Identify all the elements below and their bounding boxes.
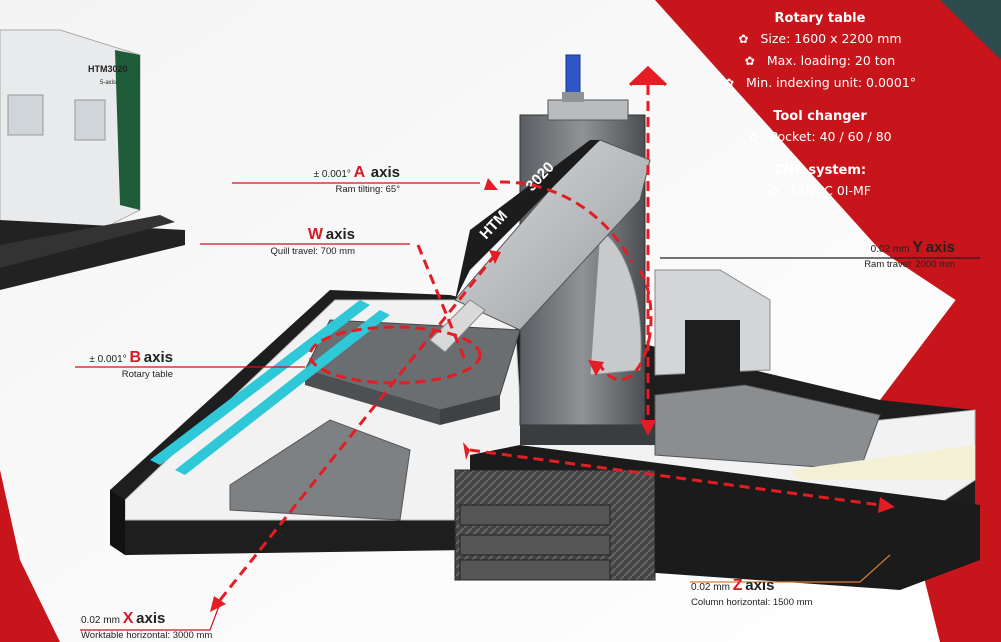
label-leader-lines [75,182,980,631]
gear-icon: ✿ [744,54,755,68]
a-axis-precision: ± 0.001° [313,169,351,180]
rotary-table [304,319,521,425]
spec-cnc-system: CNC system: ✿ FANUC 0I-MF [640,162,1000,202]
y-axis-word: axis [925,239,955,256]
x-axis-letter: X [122,610,134,627]
w-axis-detail: Quill travel: 700 mm [270,246,355,257]
y-axis-precision: 0.02 mm [870,244,910,255]
b-axis-word: axis [143,349,173,366]
a-axis-label: ± 0.001° A axis Ram tilting: 65° [260,164,400,195]
spec-item-text: Max. loading: 20 ton [766,53,896,68]
specs-panel: Rotary table ✿ Size: 1600 x 2200 mm ✿ Max.… [640,10,1000,216]
gear-icon: ✿ [748,130,759,144]
spec-item-text: FANUC 0I-MF [791,183,871,198]
spec-item: ✿ Max. loading: 20 ton [640,50,1000,72]
spec-item-text: Min. indexing unit: 0.0001° [746,75,917,90]
axis-arrow-heads [210,178,895,612]
spec-item: ✿ Pocket: 40 / 60 / 80 [640,126,1000,148]
ram-head: HTM 3020 [429,139,651,376]
y-axis-label: 0.02 mm Y axis Ram travel: 2000 mm [845,239,955,270]
spec-tool-changer-title: Tool changer [773,109,867,124]
w-axis-word: axis [325,226,355,243]
thumbnail-model-sub: 5-axis [100,80,116,86]
spec-cnc-title: CNC system: [773,163,867,178]
teal-corner [940,0,1001,60]
spec-item: ✿ FANUC 0I-MF [640,180,1000,202]
w-axis-letter: W [307,226,324,243]
thumbnail-model: HTM3020 [88,64,128,74]
b-axis-precision: ± 0.001° [89,354,127,365]
z-axis-precision: 0.02 mm [691,582,730,593]
x-axis-word: axis [136,610,166,627]
b-axis-label: ± 0.001° B axis Rotary table [78,349,173,380]
spec-item-text: Size: 1600 x 2200 mm [760,31,902,46]
bellows [229,384,881,521]
z-axis-letter: Z [732,577,743,594]
red-left-band [0,470,60,642]
operator-platform [454,445,980,590]
z-axis-word: axis [745,577,775,594]
x-axis-precision: 0.02 mm [81,615,120,626]
b-axis-letter: B [129,349,142,366]
spec-item: ✿ Min. indexing unit: 0.0001° [640,72,1000,94]
b-axis-detail: Rotary table [121,369,173,380]
y-axis-detail: Ram travel: 2000 mm [864,259,955,270]
y-axis-letter: Y [912,239,924,256]
spec-tool-changer: Tool changer ✿ Pocket: 40 / 60 / 80 [640,108,1000,148]
gear-icon: ✿ [723,76,735,90]
gear-icon: ✿ [738,32,749,46]
spec-item-text: Pocket: 40 / 60 / 80 [770,129,892,144]
spec-rotary-table: Rotary table ✿ Size: 1600 x 2200 mm ✿ Max.… [640,10,1000,94]
w-axis-label: W axis Quill travel: 700 mm [255,226,355,257]
z-axis-detail: Column horizontal: 1500 mm [691,597,813,608]
rails [150,300,390,475]
x-axis-label: 0.02 mm X axis Worktable horizontal: 300… [81,610,212,641]
machine-thumbnail: HTM3020 5-axis [0,29,185,290]
z-axis-label: 0.02 mm Z axis Column horizontal: 1500 m… [691,577,812,608]
a-axis-word: axis [370,164,400,181]
spec-rotary-table-title: Rotary table [774,11,866,26]
red-corner-band [655,0,1001,330]
axis-motion-arrows [218,65,881,601]
spec-item: ✿ Size: 1600 x 2200 mm [640,28,1000,50]
a-axis-letter: A [353,164,366,181]
x-axis-detail: Worktable horizontal: 3000 mm [81,630,213,641]
gear-icon: ✿ [769,184,780,198]
a-axis-detail: Ram tilting: 65° [335,184,400,195]
